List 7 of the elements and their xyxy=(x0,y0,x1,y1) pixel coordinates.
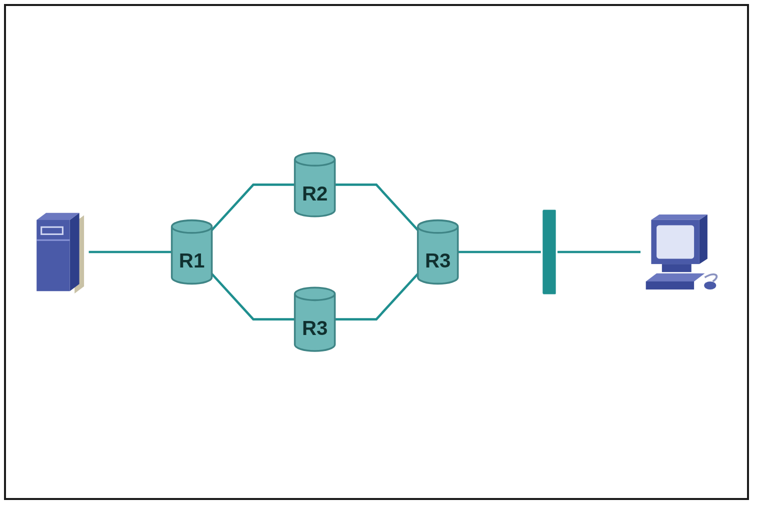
connector xyxy=(334,273,419,320)
connector xyxy=(210,273,295,320)
connector xyxy=(458,250,541,254)
connector xyxy=(557,250,640,254)
connector xyxy=(88,250,172,254)
connector xyxy=(334,184,419,231)
connector xyxy=(210,184,295,231)
